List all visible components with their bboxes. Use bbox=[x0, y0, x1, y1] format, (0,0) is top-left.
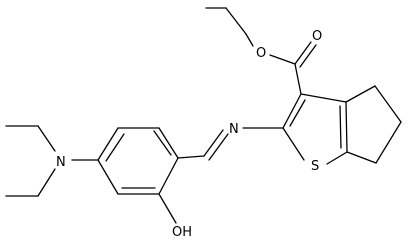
bond bbox=[345, 85, 376, 103]
bond bbox=[245, 33, 254, 47]
amine-nitrogen-label: N bbox=[56, 155, 66, 170]
bond bbox=[105, 133, 125, 162]
hydroxyl-label: OH bbox=[172, 225, 192, 240]
bond bbox=[375, 121, 402, 164]
bond bbox=[269, 54, 296, 65]
bond bbox=[37, 125, 56, 152]
bond bbox=[300, 93, 347, 103]
bond bbox=[326, 151, 348, 165]
benzene-ring bbox=[97, 127, 179, 195]
bond bbox=[225, 7, 247, 35]
ethyl-ester-group bbox=[205, 7, 317, 95]
bond bbox=[177, 155, 205, 159]
diethylamino-group bbox=[5, 125, 99, 197]
bond bbox=[153, 130, 172, 156]
bond bbox=[97, 159, 119, 195]
bond bbox=[374, 85, 402, 123]
thiophene-ring bbox=[282, 93, 348, 165]
bond bbox=[37, 168, 56, 197]
bond bbox=[208, 133, 229, 161]
bond bbox=[158, 193, 177, 224]
bond bbox=[282, 93, 302, 129]
bond bbox=[339, 105, 342, 149]
bond bbox=[294, 41, 312, 65]
bond bbox=[294, 63, 302, 95]
ester-oxygen-label: O bbox=[256, 46, 266, 61]
hydroxyl-group bbox=[158, 193, 177, 224]
bond bbox=[299, 44, 317, 68]
bond bbox=[203, 129, 224, 157]
bond bbox=[158, 157, 179, 195]
cyclopentane-ring bbox=[345, 85, 402, 164]
imine-nitrogen-label: N bbox=[229, 122, 239, 137]
imine-linker bbox=[177, 127, 284, 161]
carbonyl-oxygen-label: O bbox=[312, 29, 322, 44]
thiophene-sulfur-label: S bbox=[311, 159, 319, 174]
bond bbox=[345, 101, 348, 153]
bond bbox=[158, 127, 179, 159]
bond bbox=[346, 151, 377, 164]
atom-labels: O O N S N OH bbox=[56, 29, 322, 240]
bond bbox=[97, 127, 119, 161]
bond bbox=[289, 99, 306, 127]
bond bbox=[282, 127, 305, 161]
